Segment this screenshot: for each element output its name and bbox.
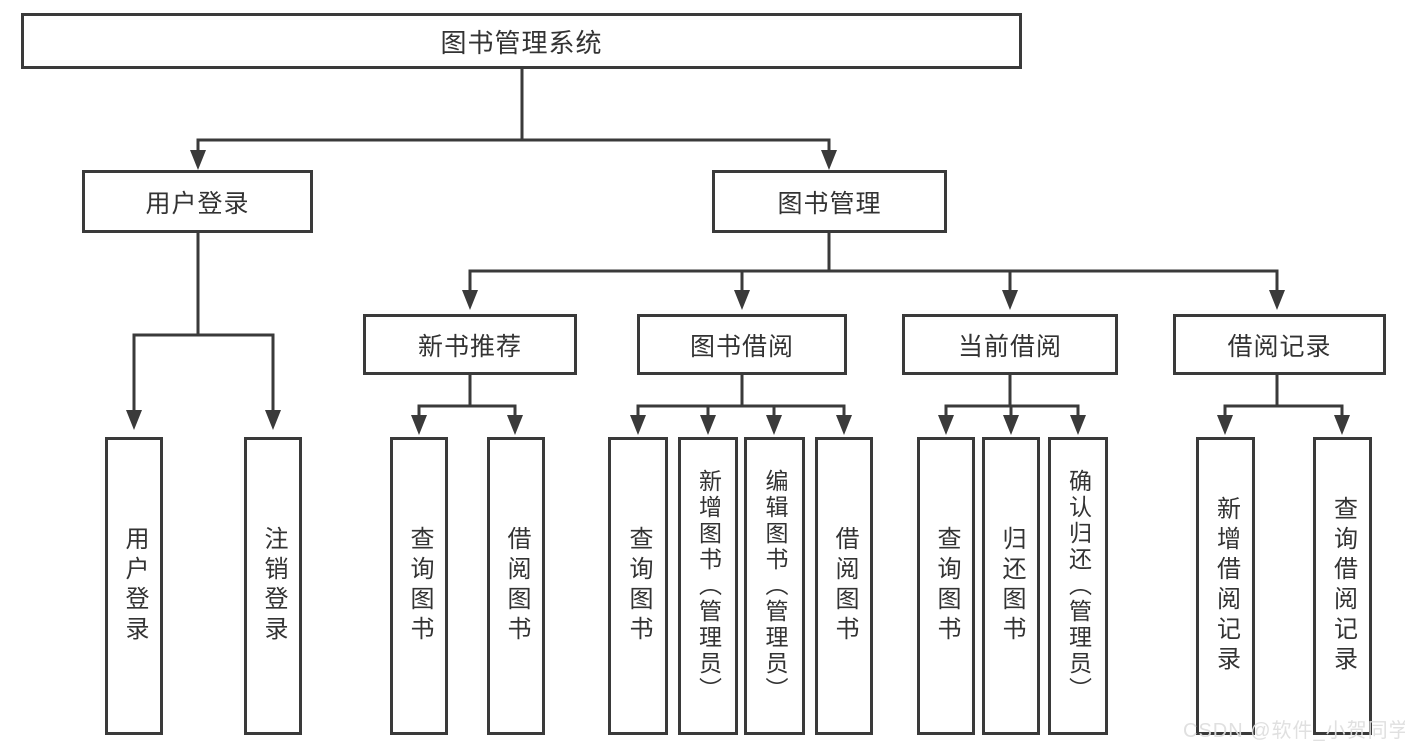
csdn-watermark: CSDN @软件_小贺同学 bbox=[1183, 720, 1405, 742]
leaf-borrow-add-book-admin: 新增图书（管理员） bbox=[678, 437, 738, 735]
node-root: 图书管理系统 bbox=[21, 13, 1022, 69]
node-root-label: 图书管理系统 bbox=[440, 27, 603, 58]
leaf-recommend-borrow-book: 借阅图书 bbox=[487, 437, 545, 735]
node-current-borrow: 当前借阅 bbox=[902, 314, 1118, 375]
leaf-borrow-query-book-label: 查询图书 bbox=[625, 526, 652, 646]
leaf-current-query-book-label: 查询图书 bbox=[933, 526, 960, 646]
leaf-borrow-borrow-book: 借阅图书 bbox=[815, 437, 873, 735]
connector-recommend-bar bbox=[417, 404, 517, 417]
leaf-records-query-record: 查询借阅记录 bbox=[1313, 437, 1372, 735]
leaf-recommend-query-book-label: 查询图书 bbox=[406, 526, 433, 646]
node-book-borrow: 图书借阅 bbox=[637, 314, 847, 375]
connector-level3-bar bbox=[468, 269, 1279, 292]
node-user-login: 用户登录 bbox=[82, 170, 313, 233]
leaf-current-query-book: 查询图书 bbox=[917, 437, 975, 735]
connector-level1-bar bbox=[196, 138, 831, 152]
node-current-borrow-label: 当前借阅 bbox=[957, 332, 1062, 361]
leaf-login-logout: 注销登录 bbox=[244, 437, 302, 735]
leaf-borrow-edit-book-admin-label: 编辑图书（管理员） bbox=[762, 469, 788, 703]
leaf-current-confirm-return-admin: 确认归还（管理员） bbox=[1048, 437, 1108, 735]
node-book-borrow-label: 图书借阅 bbox=[689, 332, 794, 361]
leaf-borrow-add-book-admin-label: 新增图书（管理员） bbox=[695, 469, 722, 703]
leaf-login-user-login-label: 用户登录 bbox=[121, 526, 148, 646]
leaf-current-return-book-label: 归还图书 bbox=[998, 526, 1025, 646]
arrowheads bbox=[126, 150, 1350, 435]
node-book-management: 图书管理 bbox=[712, 170, 947, 233]
connector-user-login-bar bbox=[132, 333, 275, 412]
connector-borrow-bar bbox=[636, 404, 846, 417]
leaf-current-return-book: 归还图书 bbox=[982, 437, 1040, 735]
leaf-login-user-login: 用户登录 bbox=[105, 437, 163, 735]
leaf-borrow-edit-book-admin: 编辑图书（管理员） bbox=[744, 437, 805, 735]
leaf-records-add-record: 新增借阅记录 bbox=[1196, 437, 1255, 735]
leaf-recommend-query-book: 查询图书 bbox=[390, 437, 448, 735]
leaf-borrow-query-book: 查询图书 bbox=[608, 437, 668, 735]
leaf-recommend-borrow-book-label: 借阅图书 bbox=[503, 526, 530, 646]
node-book-management-label: 图书管理 bbox=[777, 189, 882, 218]
leaf-records-add-record-label: 新增借阅记录 bbox=[1212, 496, 1240, 676]
node-new-book-recommend: 新书推荐 bbox=[363, 314, 577, 375]
leaf-login-logout-label: 注销登录 bbox=[260, 526, 287, 646]
leaf-records-query-record-label: 查询借阅记录 bbox=[1329, 496, 1357, 676]
leaf-current-confirm-return-admin-label: 确认归还（管理员） bbox=[1065, 469, 1092, 703]
node-borrow-records: 借阅记录 bbox=[1173, 314, 1386, 375]
connector-records-bar bbox=[1223, 404, 1344, 417]
node-borrow-records-label: 借阅记录 bbox=[1227, 332, 1332, 361]
leaf-borrow-borrow-book-label: 借阅图书 bbox=[831, 526, 858, 646]
node-user-login-label: 用户登录 bbox=[145, 189, 250, 218]
node-new-book-recommend-label: 新书推荐 bbox=[417, 332, 522, 361]
